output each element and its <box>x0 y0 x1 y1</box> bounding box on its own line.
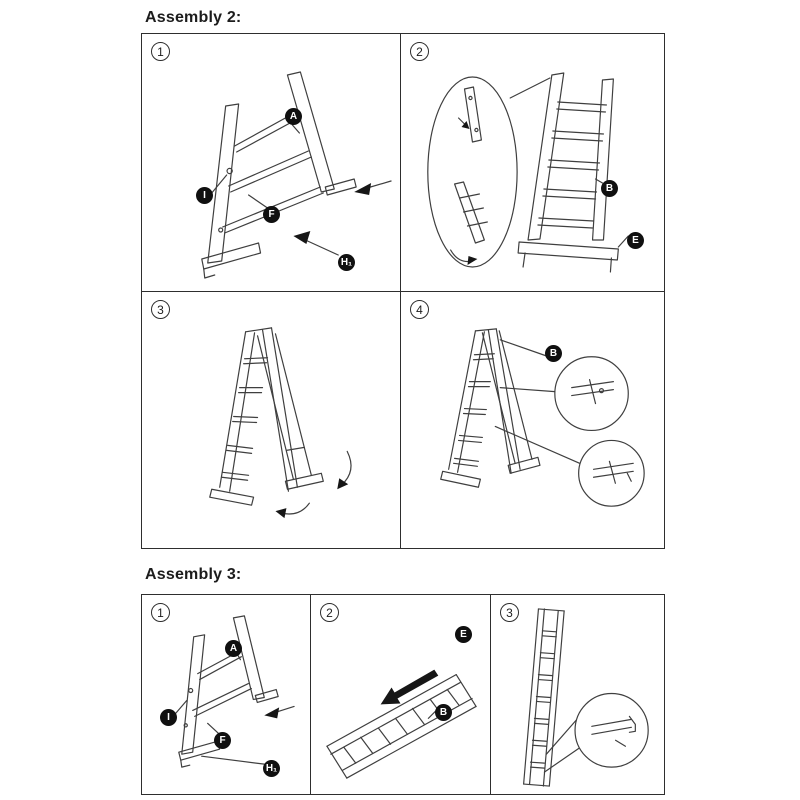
sliding-section-illustration <box>326 669 477 779</box>
assembly-2-title: Assembly 2: <box>145 9 242 26</box>
hinge-insert-arrows <box>461 121 478 265</box>
slide-arrow <box>380 669 439 705</box>
assembly-3-grid: 1 <box>141 594 665 795</box>
magnifier-circles <box>494 356 645 507</box>
assembly-2-step-3-panel: 3 <box>142 292 401 548</box>
ladder-line-art <box>174 615 279 768</box>
ladder-section-illustration <box>201 71 392 279</box>
direction-arrows <box>293 180 392 256</box>
a-frame-ladder-illustration <box>209 327 352 519</box>
ladder-line-art <box>326 674 477 779</box>
ladder-line-art <box>201 71 357 279</box>
part-label-b: B <box>435 704 452 721</box>
step-number-badge: 4 <box>410 300 429 319</box>
fold-arrows <box>275 450 352 519</box>
assembly-2-grid: 1 <box>141 33 665 549</box>
ladder-with-hinge-detail-illustration <box>427 72 629 273</box>
part-label-e: E <box>627 232 644 249</box>
part-label-f: F <box>214 732 231 749</box>
a-frame-lock-detail-illustration <box>440 328 645 507</box>
assembly-2-step-2-panel: 2 <box>401 34 664 292</box>
assembly-2-step-4-panel: 4 <box>401 292 664 548</box>
part-label-i: I <box>196 187 213 204</box>
assembly-3-step-3-panel: 3 <box>491 595 664 794</box>
step-number-badge: 3 <box>500 603 519 622</box>
step-number-badge: 2 <box>320 603 339 622</box>
assembly-3-title: Assembly 3: <box>145 566 242 583</box>
assembly-2-step-1-panel: 1 <box>142 34 401 292</box>
step-number-badge: 1 <box>151 42 170 61</box>
part-label-b: B <box>545 345 562 362</box>
part-label-a: A <box>225 640 242 657</box>
magnifier-circle <box>543 692 649 773</box>
ladder-line-art <box>509 72 629 273</box>
ladder-line-art <box>523 608 565 787</box>
step-number-badge: 2 <box>410 42 429 61</box>
part-label-b: B <box>601 180 618 197</box>
step-number-badge: 1 <box>151 603 170 622</box>
part-label-h1: H₁ <box>338 254 355 271</box>
part-label-i: I <box>160 709 177 726</box>
assembly-3-step-2-panel: 2 E B <box>311 595 491 794</box>
ladder-section-illustration <box>174 615 295 768</box>
part-label-f: F <box>263 206 280 223</box>
ladder-line-art <box>440 328 547 488</box>
part-label-e: E <box>455 626 472 643</box>
direction-arrow <box>264 705 295 719</box>
assembly-3-step-1-panel: 1 <box>142 595 311 794</box>
extended-ladder-detail-illustration <box>523 608 649 787</box>
step-number-badge: 3 <box>151 300 170 319</box>
magnifier-ellipse <box>427 76 518 268</box>
part-label-a: A <box>285 108 302 125</box>
part-label-h1: H₁ <box>263 760 280 777</box>
ladder-line-art <box>209 327 324 506</box>
